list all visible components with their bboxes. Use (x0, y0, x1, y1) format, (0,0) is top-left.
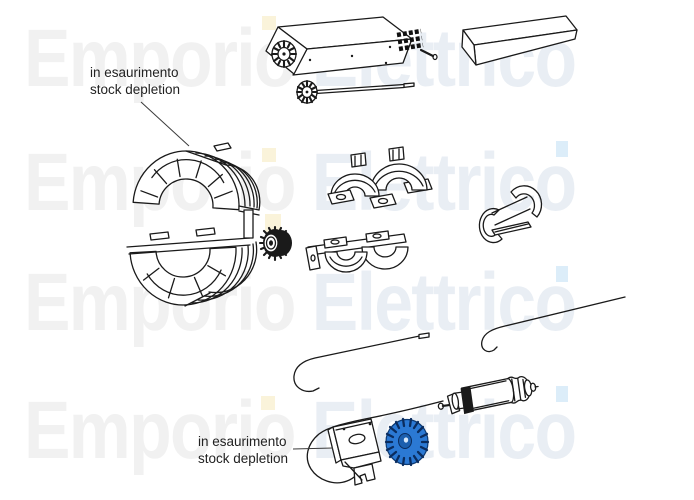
motor-drive-unit-drawing (265, 16, 438, 76)
drum-bottom-shell-drawing (126, 209, 258, 307)
hook-rod-short-drawing (293, 332, 430, 393)
stock-note-bottom: in esaurimento stock depletion (198, 433, 288, 467)
stock-note-bottom-line2: stock depletion (198, 451, 289, 466)
stock-note-bottom-line1: in esaurimento (198, 434, 287, 449)
mounting-bracket-drawing (327, 418, 382, 486)
stock-note-top-line2: stock depletion (90, 82, 181, 97)
drum-top-shell-drawing (132, 142, 261, 216)
clamp-bottom-drawing (305, 230, 409, 273)
hook-rod-long-drawing (481, 296, 626, 353)
leader-line-top-note (140, 101, 190, 147)
stock-note-top-line1: in esaurimento (90, 65, 179, 80)
drive-shaft-drawing (295, 79, 415, 105)
limit-dial-blue-drawing (384, 417, 430, 467)
sleeve-clip-drawing (478, 185, 543, 244)
cover-channel-drawing (461, 15, 578, 66)
pinion-gear-drawing (258, 225, 292, 262)
leader-line-bottom-note (292, 447, 334, 450)
clamp-top-drawing (327, 146, 433, 209)
stock-note-top: in esaurimento stock depletion (90, 64, 180, 98)
